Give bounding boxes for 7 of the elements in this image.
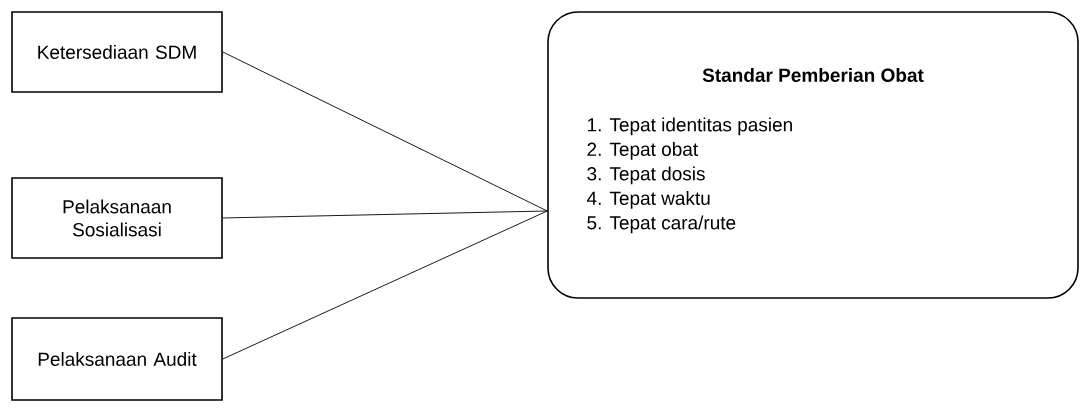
factor-box: Pelaksanaan Audit	[11, 317, 223, 401]
factor-box: Ketersediaan SDM	[11, 11, 223, 93]
connector-line	[222, 210, 548, 219]
connector-line	[222, 51, 548, 212]
connector-line	[222, 210, 548, 360]
standard-box: Standar Pemberian Obat 1. Tepat identitas pasien 2. Tepat obat 3. Tepat dosis 4. Tepat waktu 5. Tepat cara/rute	[547, 11, 1079, 299]
factor-box: Pelaksanaan Sosialisasi	[11, 177, 223, 259]
